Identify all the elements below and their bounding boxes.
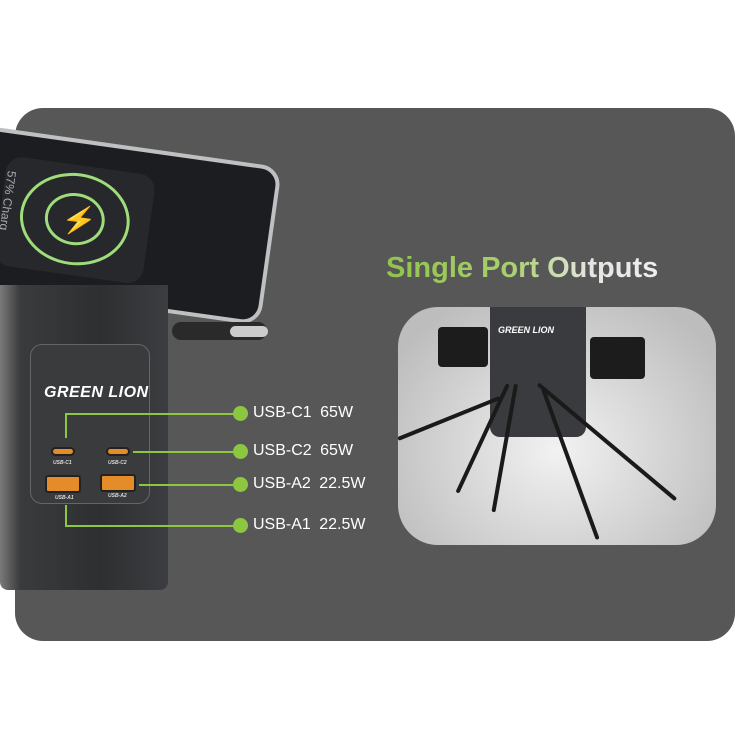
callout-line xyxy=(139,484,240,486)
usb-a1-port xyxy=(45,475,81,493)
port-name: USB-C1 xyxy=(253,404,312,421)
brand-logo: GREEN LION xyxy=(44,384,149,401)
port-power: 22.5W xyxy=(319,516,366,533)
usb-c2-port xyxy=(106,447,130,456)
callout-dot xyxy=(233,406,248,421)
lightning-icon: ⚡ xyxy=(59,202,99,239)
headline: Single Port Outputs xyxy=(386,252,659,284)
port-marking: USB-A2 xyxy=(108,493,127,499)
port-marking: USB-C1 xyxy=(53,460,72,466)
inset-photo: GREEN LION xyxy=(398,307,716,545)
port-marking: USB-A1 xyxy=(55,495,74,501)
port-name: USB-C2 xyxy=(253,442,312,459)
spec-usb-c1: USB-C1 65W xyxy=(253,404,353,422)
wireless-charging-pad: ⚡ xyxy=(0,155,157,286)
usb-a2-port xyxy=(100,474,136,492)
usb-c1-port xyxy=(51,447,75,456)
cable xyxy=(455,383,510,494)
callout-line xyxy=(133,451,240,453)
plug xyxy=(438,327,488,367)
port-power: 65W xyxy=(320,404,354,421)
charger-device-photo xyxy=(490,307,586,437)
callout-dot xyxy=(233,518,248,533)
callout-line xyxy=(65,413,67,438)
spec-usb-c2: USB-C2 65W xyxy=(253,442,353,460)
port-name: USB-A2 xyxy=(253,475,311,492)
port-name: USB-A1 xyxy=(253,516,311,533)
spec-usb-a2: USB-A2 22.5W xyxy=(253,475,366,493)
callout-dot xyxy=(233,444,248,459)
callout-line xyxy=(65,413,240,415)
photo-brand-logo: GREEN LION xyxy=(498,325,555,335)
port-power: 65W xyxy=(320,442,354,459)
callout-line xyxy=(65,505,67,526)
callout-dot xyxy=(233,477,248,492)
plug xyxy=(590,337,645,379)
spec-usb-a1: USB-A1 22.5W xyxy=(253,516,366,534)
port-marking: USB-C2 xyxy=(108,460,127,466)
port-power: 22.5W xyxy=(319,475,366,492)
cable xyxy=(536,382,678,502)
usb-c-connector xyxy=(230,326,268,337)
callout-line xyxy=(65,525,240,527)
